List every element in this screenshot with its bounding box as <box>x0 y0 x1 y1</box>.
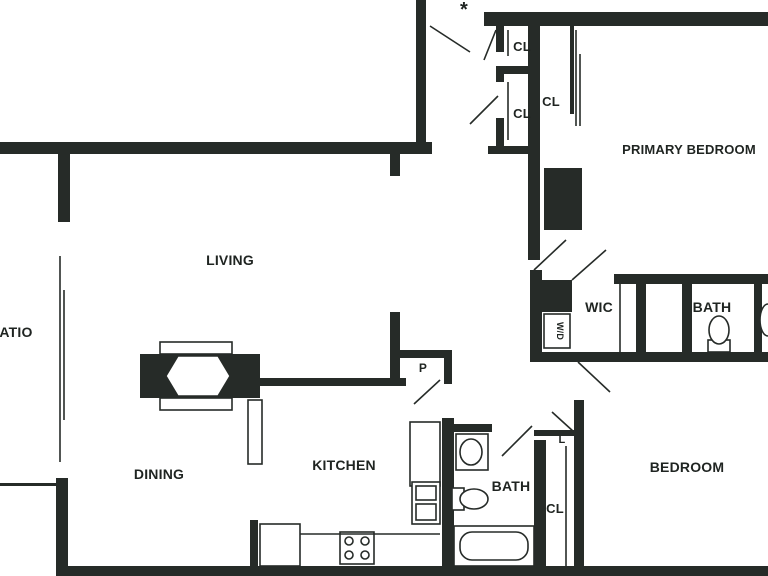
label-bath-main: BATH <box>492 478 531 494</box>
label-closet-1: CL <box>513 39 531 54</box>
refrigerator <box>259 523 301 567</box>
label-closet-3: CL <box>542 94 560 109</box>
washer-dryer <box>543 313 571 349</box>
label-pantry: P <box>419 361 427 375</box>
kitchen-counter-right <box>409 421 441 487</box>
label-closet-4: CL <box>546 501 564 516</box>
room-labels: * LIVING DINING KITCHEN ATIO PRIMARY BED… <box>0 0 756 516</box>
bath-sink <box>455 433 489 471</box>
fixtures <box>140 303 768 567</box>
label-washer-dryer: W/D <box>555 322 565 340</box>
bathtub <box>453 525 535 567</box>
label-kitchen: KITCHEN <box>312 457 376 473</box>
marker-asterisk: * <box>460 0 468 21</box>
label-linen: L <box>559 434 566 446</box>
doors <box>59 25 621 566</box>
label-patio: ATIO <box>0 324 33 340</box>
label-living: LIVING <box>206 252 254 268</box>
label-dining: DINING <box>134 466 184 482</box>
label-primary-bedroom: PRIMARY BEDROOM <box>622 142 756 157</box>
label-closet-2: CL <box>513 106 531 121</box>
label-bath-primary: BATH <box>693 299 732 315</box>
primary-bath-sink <box>759 303 768 337</box>
toilet-main <box>451 487 489 511</box>
kitchen-counter-left <box>247 399 263 465</box>
label-bedroom: BEDROOM <box>650 459 725 475</box>
label-wic: WIC <box>585 299 613 315</box>
toilet-primary <box>707 315 731 353</box>
fireplace <box>140 341 260 411</box>
range-stove <box>339 531 375 565</box>
